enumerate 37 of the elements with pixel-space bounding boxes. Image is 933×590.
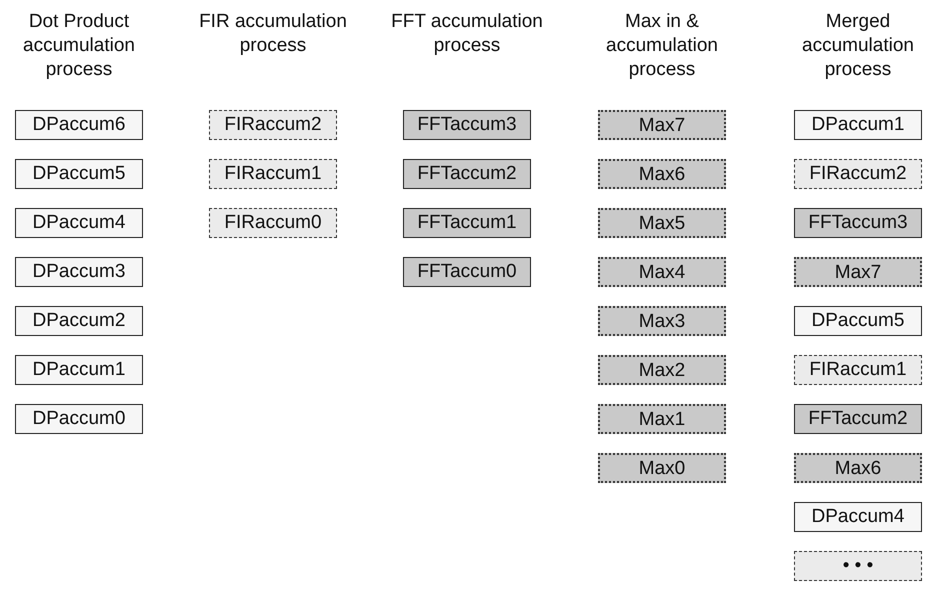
- process-box: FFTaccum2: [794, 404, 922, 434]
- process-box: DPaccum1: [15, 355, 143, 385]
- dotted-box: Max1: [598, 404, 726, 434]
- column-heading: Dot Product accumulation process: [22, 10, 136, 82]
- column-heading: FIR accumulation process: [198, 10, 348, 58]
- process-box: FFTaccum0: [403, 257, 531, 287]
- dashed-box: • • •: [794, 551, 922, 581]
- dashed-box: FIRaccum0: [209, 208, 337, 238]
- dotted-box: Max4: [598, 257, 726, 287]
- process-box: DPaccum5: [794, 306, 922, 336]
- process-box: DPaccum3: [15, 257, 143, 287]
- column-heading: Merged accumulation process: [801, 10, 915, 82]
- dashed-box: FIRaccum1: [794, 355, 922, 385]
- dotted-box: Max2: [598, 355, 726, 385]
- process-box: DPaccum6: [15, 110, 143, 140]
- process-box: DPaccum5: [15, 159, 143, 189]
- dotted-box: Max3: [598, 306, 726, 336]
- dotted-box: Max7: [598, 110, 726, 140]
- column-heading: FFT accumulation process: [390, 10, 544, 58]
- process-box: DPaccum4: [794, 502, 922, 532]
- dashed-box: FIRaccum2: [794, 159, 922, 189]
- dotted-box: Max5: [598, 208, 726, 238]
- dotted-box: Max0: [598, 453, 726, 483]
- dotted-box: Max7: [794, 257, 922, 287]
- process-box: FFTaccum3: [403, 110, 531, 140]
- process-box: DPaccum0: [15, 404, 143, 434]
- process-box: FFTaccum1: [403, 208, 531, 238]
- process-box: DPaccum1: [794, 110, 922, 140]
- process-box: DPaccum2: [15, 306, 143, 336]
- process-box: DPaccum4: [15, 208, 143, 238]
- dotted-box: Max6: [794, 453, 922, 483]
- dotted-box: Max6: [598, 159, 726, 189]
- dashed-box: FIRaccum1: [209, 159, 337, 189]
- dashed-box: FIRaccum2: [209, 110, 337, 140]
- process-box: FFTaccum2: [403, 159, 531, 189]
- process-box: FFTaccum3: [794, 208, 922, 238]
- column-heading: Max in & accumulation process: [605, 10, 719, 82]
